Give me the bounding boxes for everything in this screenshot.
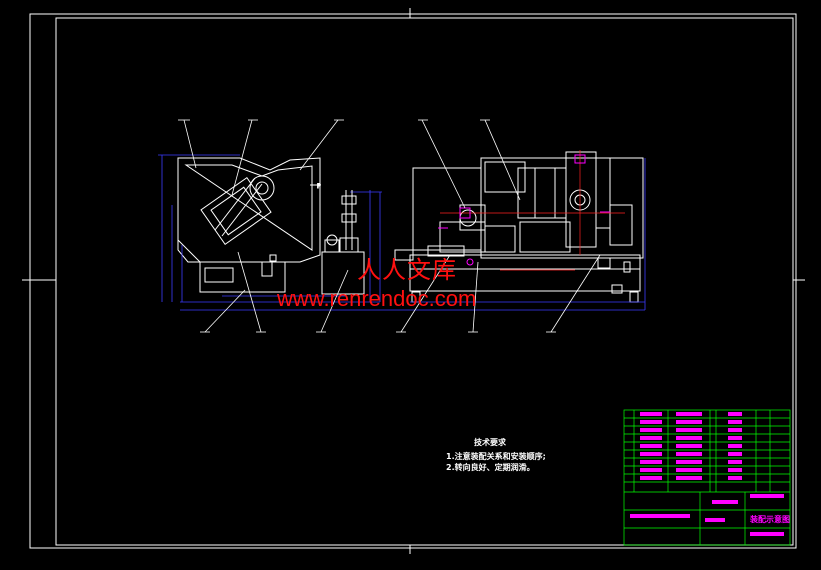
title-block-fills (630, 412, 784, 536)
technical-note-item: 1.注意装配关系和安装顺序; (446, 452, 546, 461)
technical-note-item: 2.转向良好、定期润滑。 (446, 463, 535, 472)
left-dimensions (158, 154, 645, 311)
right-dimensions (410, 158, 646, 310)
accent-marks (438, 154, 610, 266)
drawing-title: 装配示意图 (750, 515, 790, 524)
centerlines (440, 150, 625, 271)
watermark-site-name: 人人文库 (357, 257, 457, 284)
sheet-frame (22, 8, 805, 554)
left-rotating-head (200, 175, 275, 245)
hydraulic-unit (321, 190, 365, 295)
callout-leaders (178, 119, 601, 333)
watermark-url: www.renrendoc.com (277, 286, 477, 311)
technical-notes-title: 技术要求 (474, 438, 506, 447)
title-block (623, 409, 791, 546)
svg-text:P: P (317, 183, 321, 190)
left-housing-view: P (177, 157, 322, 293)
